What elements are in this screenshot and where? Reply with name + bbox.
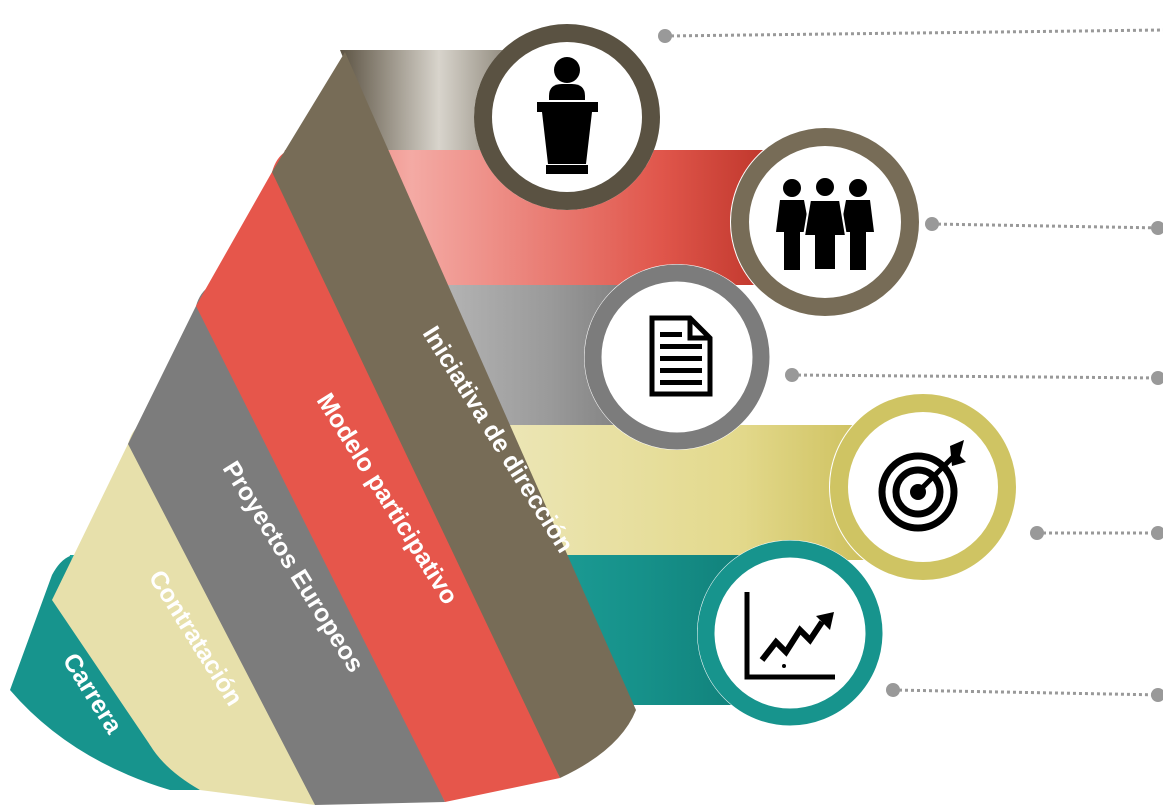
- strip-contratacion: [52, 425, 315, 805]
- strip-iniciativa: [272, 52, 636, 778]
- document-icon: [584, 264, 770, 450]
- strip-modelo: [196, 152, 560, 802]
- connector-modelo: [925, 217, 1163, 235]
- strip-proyectos: [128, 286, 445, 805]
- connector-carrera: [886, 683, 1163, 702]
- connector-iniciativa: [658, 28, 1163, 43]
- target-icon: [829, 393, 1017, 581]
- speaker-podium-icon: [474, 24, 660, 210]
- growth-chart-icon: [697, 540, 883, 726]
- connector-proyectos: [785, 368, 1163, 385]
- team-icon: [730, 127, 920, 317]
- connector-contratacion: [1030, 526, 1163, 540]
